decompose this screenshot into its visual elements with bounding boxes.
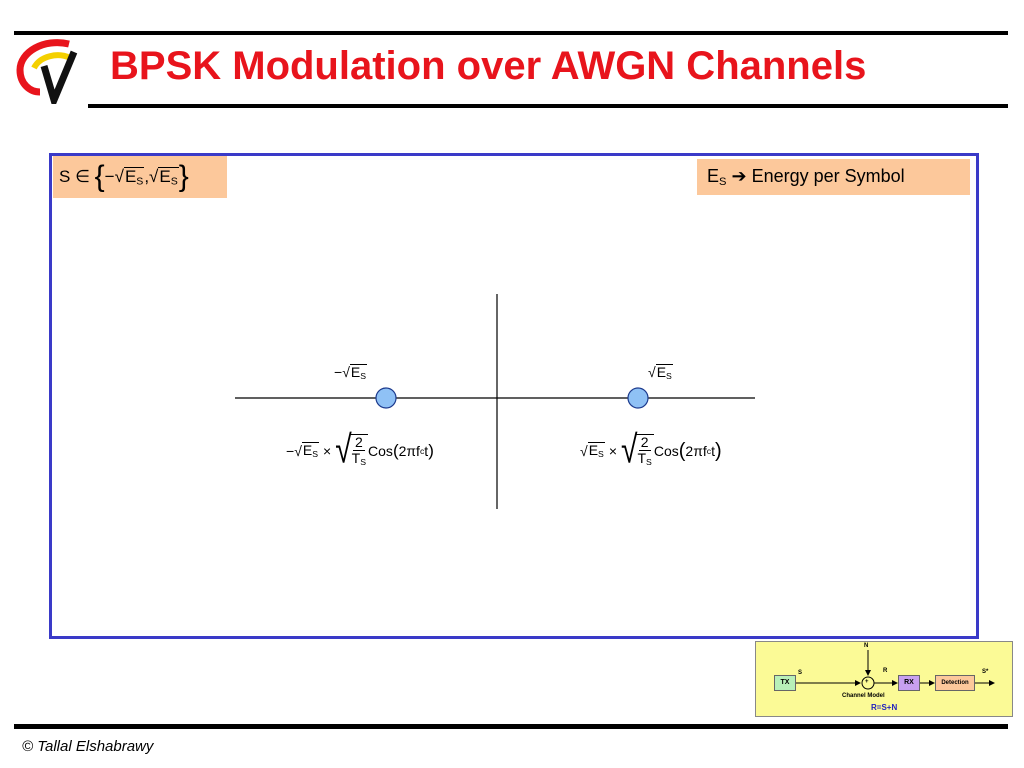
energy-subscript: S xyxy=(598,449,604,460)
arrow-right-icon: ➔ xyxy=(731,166,747,187)
radical-icon: √ xyxy=(335,428,352,472)
energy-note-e: E xyxy=(707,166,720,187)
energy-symbol: E xyxy=(588,442,599,459)
time-variable: t xyxy=(711,443,715,460)
time-variable: t xyxy=(424,443,429,460)
bottom-rule xyxy=(14,724,1008,729)
energy-subscript: S xyxy=(666,371,672,382)
constellation-point-negative xyxy=(375,387,397,409)
title-underline xyxy=(88,104,1008,108)
signal-set-equation: S ∈ {−√ES,√ES} xyxy=(53,156,227,198)
open-paren: ( xyxy=(678,439,686,462)
content-frame xyxy=(49,153,979,639)
logo xyxy=(14,38,84,111)
cos-argument: 2πf xyxy=(685,443,707,460)
minus-sign: − xyxy=(286,443,295,460)
energy-subscript: S xyxy=(312,449,319,460)
minus-sign: − xyxy=(104,167,115,186)
fraction-numerator: 2 xyxy=(352,434,365,452)
energy-note: ES ➔ Energy per Symbol xyxy=(697,159,970,195)
denominator-subscript: S xyxy=(360,457,367,468)
signal-s-label: S xyxy=(798,670,803,676)
cos-argument: 2πf xyxy=(398,443,420,460)
energy-symbol: E xyxy=(302,442,313,459)
cos-function: Cos xyxy=(653,443,679,460)
energy-subscript: S xyxy=(360,371,367,382)
detection-block: Detection xyxy=(935,675,975,691)
comma: , xyxy=(144,167,150,186)
fraction-denominator: T xyxy=(351,450,361,467)
close-paren: ) xyxy=(428,441,434,461)
energy-symbol: E xyxy=(350,364,361,380)
times-sign: × xyxy=(323,443,332,460)
tx-block: TX xyxy=(774,675,796,691)
open-paren: ( xyxy=(392,441,399,461)
rx-block: RX xyxy=(898,675,920,691)
sum-plus-sign: + xyxy=(865,679,869,685)
fraction-numerator: 2 xyxy=(638,434,651,452)
energy-symbol: E xyxy=(124,167,137,186)
label-negative-root-es: −√ES xyxy=(334,364,368,382)
top-rule xyxy=(14,31,1008,35)
energy-note-text: Energy per Symbol xyxy=(751,166,905,187)
fraction-denominator: T xyxy=(637,450,647,467)
noise-n-label: N xyxy=(864,643,869,649)
close-paren: ) xyxy=(715,439,722,462)
energy-symbol: E xyxy=(656,364,667,380)
received-r-label: R xyxy=(883,668,888,674)
logo-icon xyxy=(16,39,78,111)
carrier-subscript: c xyxy=(706,446,712,457)
constellation-point-positive xyxy=(627,387,649,409)
carrier-subscript: c xyxy=(419,446,425,457)
channel-model-inset: TX S N + R RX Detection S* Channel Model… xyxy=(755,641,1013,717)
label-positive-root-es: √ES xyxy=(648,364,673,382)
energy-subscript: S xyxy=(136,175,144,188)
right-brace: } xyxy=(178,160,189,193)
element-of: ∈ xyxy=(75,167,90,186)
left-brace: { xyxy=(94,160,105,193)
energy-note-sub: S xyxy=(719,175,727,188)
page-title: BPSK Modulation over AWGN Channels xyxy=(110,44,867,88)
channel-equation: R=S+N xyxy=(871,703,898,712)
footer-copyright: © Tallal Elshabrawy xyxy=(22,738,154,755)
minus-sign: − xyxy=(334,364,343,380)
times-sign: × xyxy=(608,443,618,460)
energy-subscript-2: S xyxy=(170,175,178,188)
channel-model-arrows xyxy=(794,650,995,690)
symbol-s: S xyxy=(59,167,71,186)
denominator-subscript: S xyxy=(646,457,652,468)
estimate-s-label: S* xyxy=(982,669,989,675)
energy-symbol-2: E xyxy=(159,167,171,186)
channel-model-caption: Channel Model xyxy=(842,693,885,699)
cos-function: Cos xyxy=(368,443,393,460)
radical-icon: √ xyxy=(621,428,638,472)
